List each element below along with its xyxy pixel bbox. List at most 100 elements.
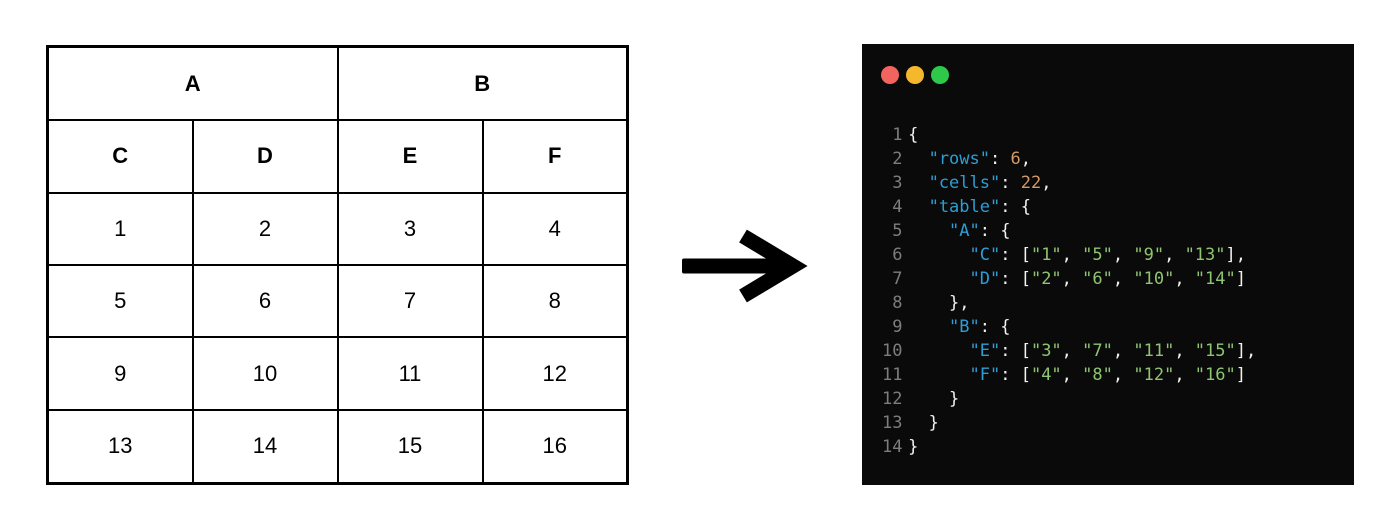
code-token: ,	[1174, 365, 1195, 385]
table-cell: 2	[191, 191, 339, 266]
column-header-cell: E	[336, 119, 484, 194]
line-number: 14	[882, 437, 903, 457]
right-arrow-icon	[682, 229, 808, 303]
json-code-line: 7 "D": ["2", "6", "10", "14"]	[882, 267, 1354, 291]
code-token	[908, 221, 949, 241]
code-token: ,	[1061, 341, 1083, 361]
line-number: 10	[882, 341, 903, 361]
table-cell: 4	[481, 191, 629, 266]
code-token	[908, 173, 928, 193]
code-token: :	[1000, 173, 1021, 193]
table-cell: 16	[481, 408, 629, 485]
json-code-line: 5 "A": {	[882, 219, 1354, 243]
code-window: 1{2 "rows": 6,3 "cells": 22,4 "table": {…	[862, 44, 1354, 485]
code-token: {	[908, 125, 919, 145]
code-token: "F"	[969, 365, 1001, 385]
column-header-cell: D	[191, 119, 339, 194]
code-token: 22	[1020, 173, 1042, 193]
code-token: }	[908, 437, 919, 457]
code-token: "12"	[1133, 365, 1175, 385]
code-token: }	[949, 389, 960, 409]
code-token: ,	[1112, 365, 1134, 385]
code-token: },	[949, 293, 970, 313]
json-code-line: 14}	[882, 435, 1354, 459]
code-token: }	[928, 413, 939, 433]
code-token: "11"	[1133, 341, 1175, 361]
group-header-cell: B	[336, 45, 629, 122]
window-titlebar	[862, 44, 1354, 84]
code-token	[908, 149, 928, 169]
json-code-line: 1{	[882, 123, 1354, 147]
code-token	[908, 389, 949, 409]
line-number: 2	[892, 149, 903, 169]
json-code-line: 2 "rows": 6,	[882, 147, 1354, 171]
json-code: 1{2 "rows": 6,3 "cells": 22,4 "table": {…	[882, 123, 1354, 459]
code-token: "E"	[969, 341, 1001, 361]
code-token: ,	[1112, 245, 1134, 265]
code-token: "16"	[1194, 365, 1236, 385]
code-token: ]	[1235, 365, 1246, 385]
code-token: ,	[1164, 245, 1185, 265]
close-button[interactable]	[881, 66, 899, 84]
code-token: "13"	[1184, 245, 1226, 265]
code-token: "10"	[1133, 269, 1175, 289]
code-token: "B"	[949, 317, 980, 337]
code-token: ,	[1061, 245, 1083, 265]
code-token	[908, 197, 928, 217]
code-token: "9"	[1133, 245, 1165, 265]
table-cell: 15	[336, 408, 484, 485]
line-number: 13	[882, 413, 903, 433]
table-cell: 3	[336, 191, 484, 266]
code-token: ,	[1041, 173, 1052, 193]
table-cell: 9	[46, 336, 194, 411]
code-token	[908, 341, 969, 361]
code-token: "1"	[1030, 245, 1062, 265]
code-token: "2"	[1030, 269, 1062, 289]
code-token: "8"	[1082, 365, 1113, 385]
code-token: : [	[1000, 341, 1031, 361]
code-token: "5"	[1082, 245, 1113, 265]
table-cell: 7	[336, 263, 484, 339]
code-token: "A"	[949, 221, 980, 241]
code-token	[908, 245, 969, 265]
code-token: ,	[1061, 365, 1083, 385]
code-token: : {	[1000, 197, 1031, 217]
line-number: 11	[882, 365, 903, 385]
line-number: 12	[882, 389, 903, 409]
code-token	[908, 317, 949, 337]
code-token: "7"	[1082, 341, 1113, 361]
table-cell: 1	[46, 191, 194, 266]
minimize-button[interactable]	[906, 66, 924, 84]
table-cell: 10	[191, 336, 339, 411]
line-number: 6	[892, 245, 903, 265]
code-token: "rows"	[928, 149, 990, 169]
code-token: :	[990, 149, 1011, 169]
code-token: ,	[1112, 269, 1134, 289]
code-token: ],	[1235, 341, 1257, 361]
table-cell: 14	[191, 408, 339, 485]
zoom-button[interactable]	[931, 66, 949, 84]
code-token: ,	[1112, 341, 1134, 361]
table-cell: 6	[191, 263, 339, 339]
json-code-line: 13 }	[882, 411, 1354, 435]
json-code-line: 12 }	[882, 387, 1354, 411]
code-token: 6	[1010, 149, 1021, 169]
code-token: "table"	[928, 197, 1001, 217]
code-token: ,	[1020, 149, 1031, 169]
table-cell: 12	[481, 336, 629, 411]
code-token: ,	[1174, 269, 1195, 289]
code-token	[908, 269, 969, 289]
json-code-line: 6 "C": ["1", "5", "9", "13"],	[882, 243, 1354, 267]
column-header-cell: F	[481, 119, 629, 194]
code-token: "15"	[1194, 341, 1236, 361]
code-token: "D"	[969, 269, 1001, 289]
line-number: 9	[892, 317, 903, 337]
json-code-line: 10 "E": ["3", "7", "11", "15"],	[882, 339, 1354, 363]
json-code-line: 11 "F": ["4", "8", "12", "16"]	[882, 363, 1354, 387]
code-token: "6"	[1082, 269, 1113, 289]
